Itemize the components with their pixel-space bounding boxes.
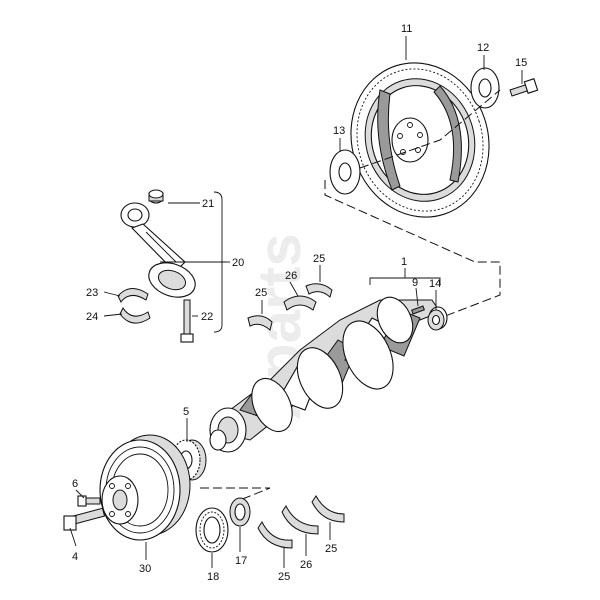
- shim-plate-13: [329, 149, 361, 195]
- callout-30: 30: [139, 563, 151, 575]
- pilot-bushing-14: [427, 309, 445, 331]
- callout-9: 9: [412, 277, 418, 289]
- small-end-bushing-21: [148, 189, 164, 204]
- rod-bolt-22: [180, 299, 194, 343]
- pulley-bolt-6: [77, 495, 101, 507]
- callout-25-left: 25: [255, 287, 267, 299]
- callout-5: 5: [183, 406, 189, 418]
- callout-13: 13: [333, 125, 345, 137]
- connecting-rod: [120, 202, 196, 298]
- alignment-line-flywheel: [324, 180, 501, 319]
- callout-4: 4: [72, 551, 78, 563]
- thrust-washer-25-left: [247, 315, 273, 331]
- callout-labels: 11 12 15 13 21 20 1 26 25 25 9 14 23 24 …: [72, 23, 527, 583]
- callout-25-lower-right: 25: [325, 543, 337, 555]
- oil-seal-17: [229, 497, 251, 527]
- leader-lines: [69, 36, 523, 568]
- callout-12: 12: [477, 42, 489, 54]
- callout-20: 20: [232, 257, 244, 269]
- callout-17: 17: [235, 555, 247, 567]
- sealing-ring-18: [195, 507, 229, 553]
- callout-26-upper: 26: [285, 270, 297, 282]
- damper-pulley: [99, 434, 191, 541]
- thrust-washer-25-upper: [305, 283, 333, 298]
- callout-24: 24: [86, 311, 98, 323]
- callout-22: 22: [201, 311, 213, 323]
- callout-23: 23: [86, 287, 98, 299]
- callout-15: 15: [515, 57, 527, 69]
- thrust-washer-25-lower-left: [257, 521, 293, 549]
- callout-25-lower-left: 25: [278, 571, 290, 583]
- callout-1: 1: [401, 256, 407, 268]
- dowel-pin-9: [411, 305, 425, 315]
- bearing-shell-26-lower: [281, 505, 319, 535]
- alignment-line-plate: [359, 89, 501, 169]
- bearing-shell-26-upper: [283, 295, 317, 311]
- callout-21: 21: [202, 198, 214, 210]
- thrust-washer-25-lower-right: [311, 495, 345, 523]
- drive-plate-12: [470, 67, 500, 109]
- callout-18: 18: [207, 571, 219, 583]
- flywheel: [350, 62, 490, 218]
- callout-26-lower: 26: [300, 559, 312, 571]
- callout-6: 6: [72, 478, 78, 490]
- rod-bearing-24: [119, 306, 151, 324]
- rod-bearing-23: [117, 288, 149, 303]
- pulley-bolt-4: [63, 507, 106, 531]
- callout-25-upper: 25: [313, 253, 325, 265]
- callout-11: 11: [401, 23, 412, 35]
- callout-14: 14: [429, 278, 441, 290]
- alignment-line-pulley: [200, 487, 271, 501]
- flywheel-bolt-15: [509, 78, 539, 97]
